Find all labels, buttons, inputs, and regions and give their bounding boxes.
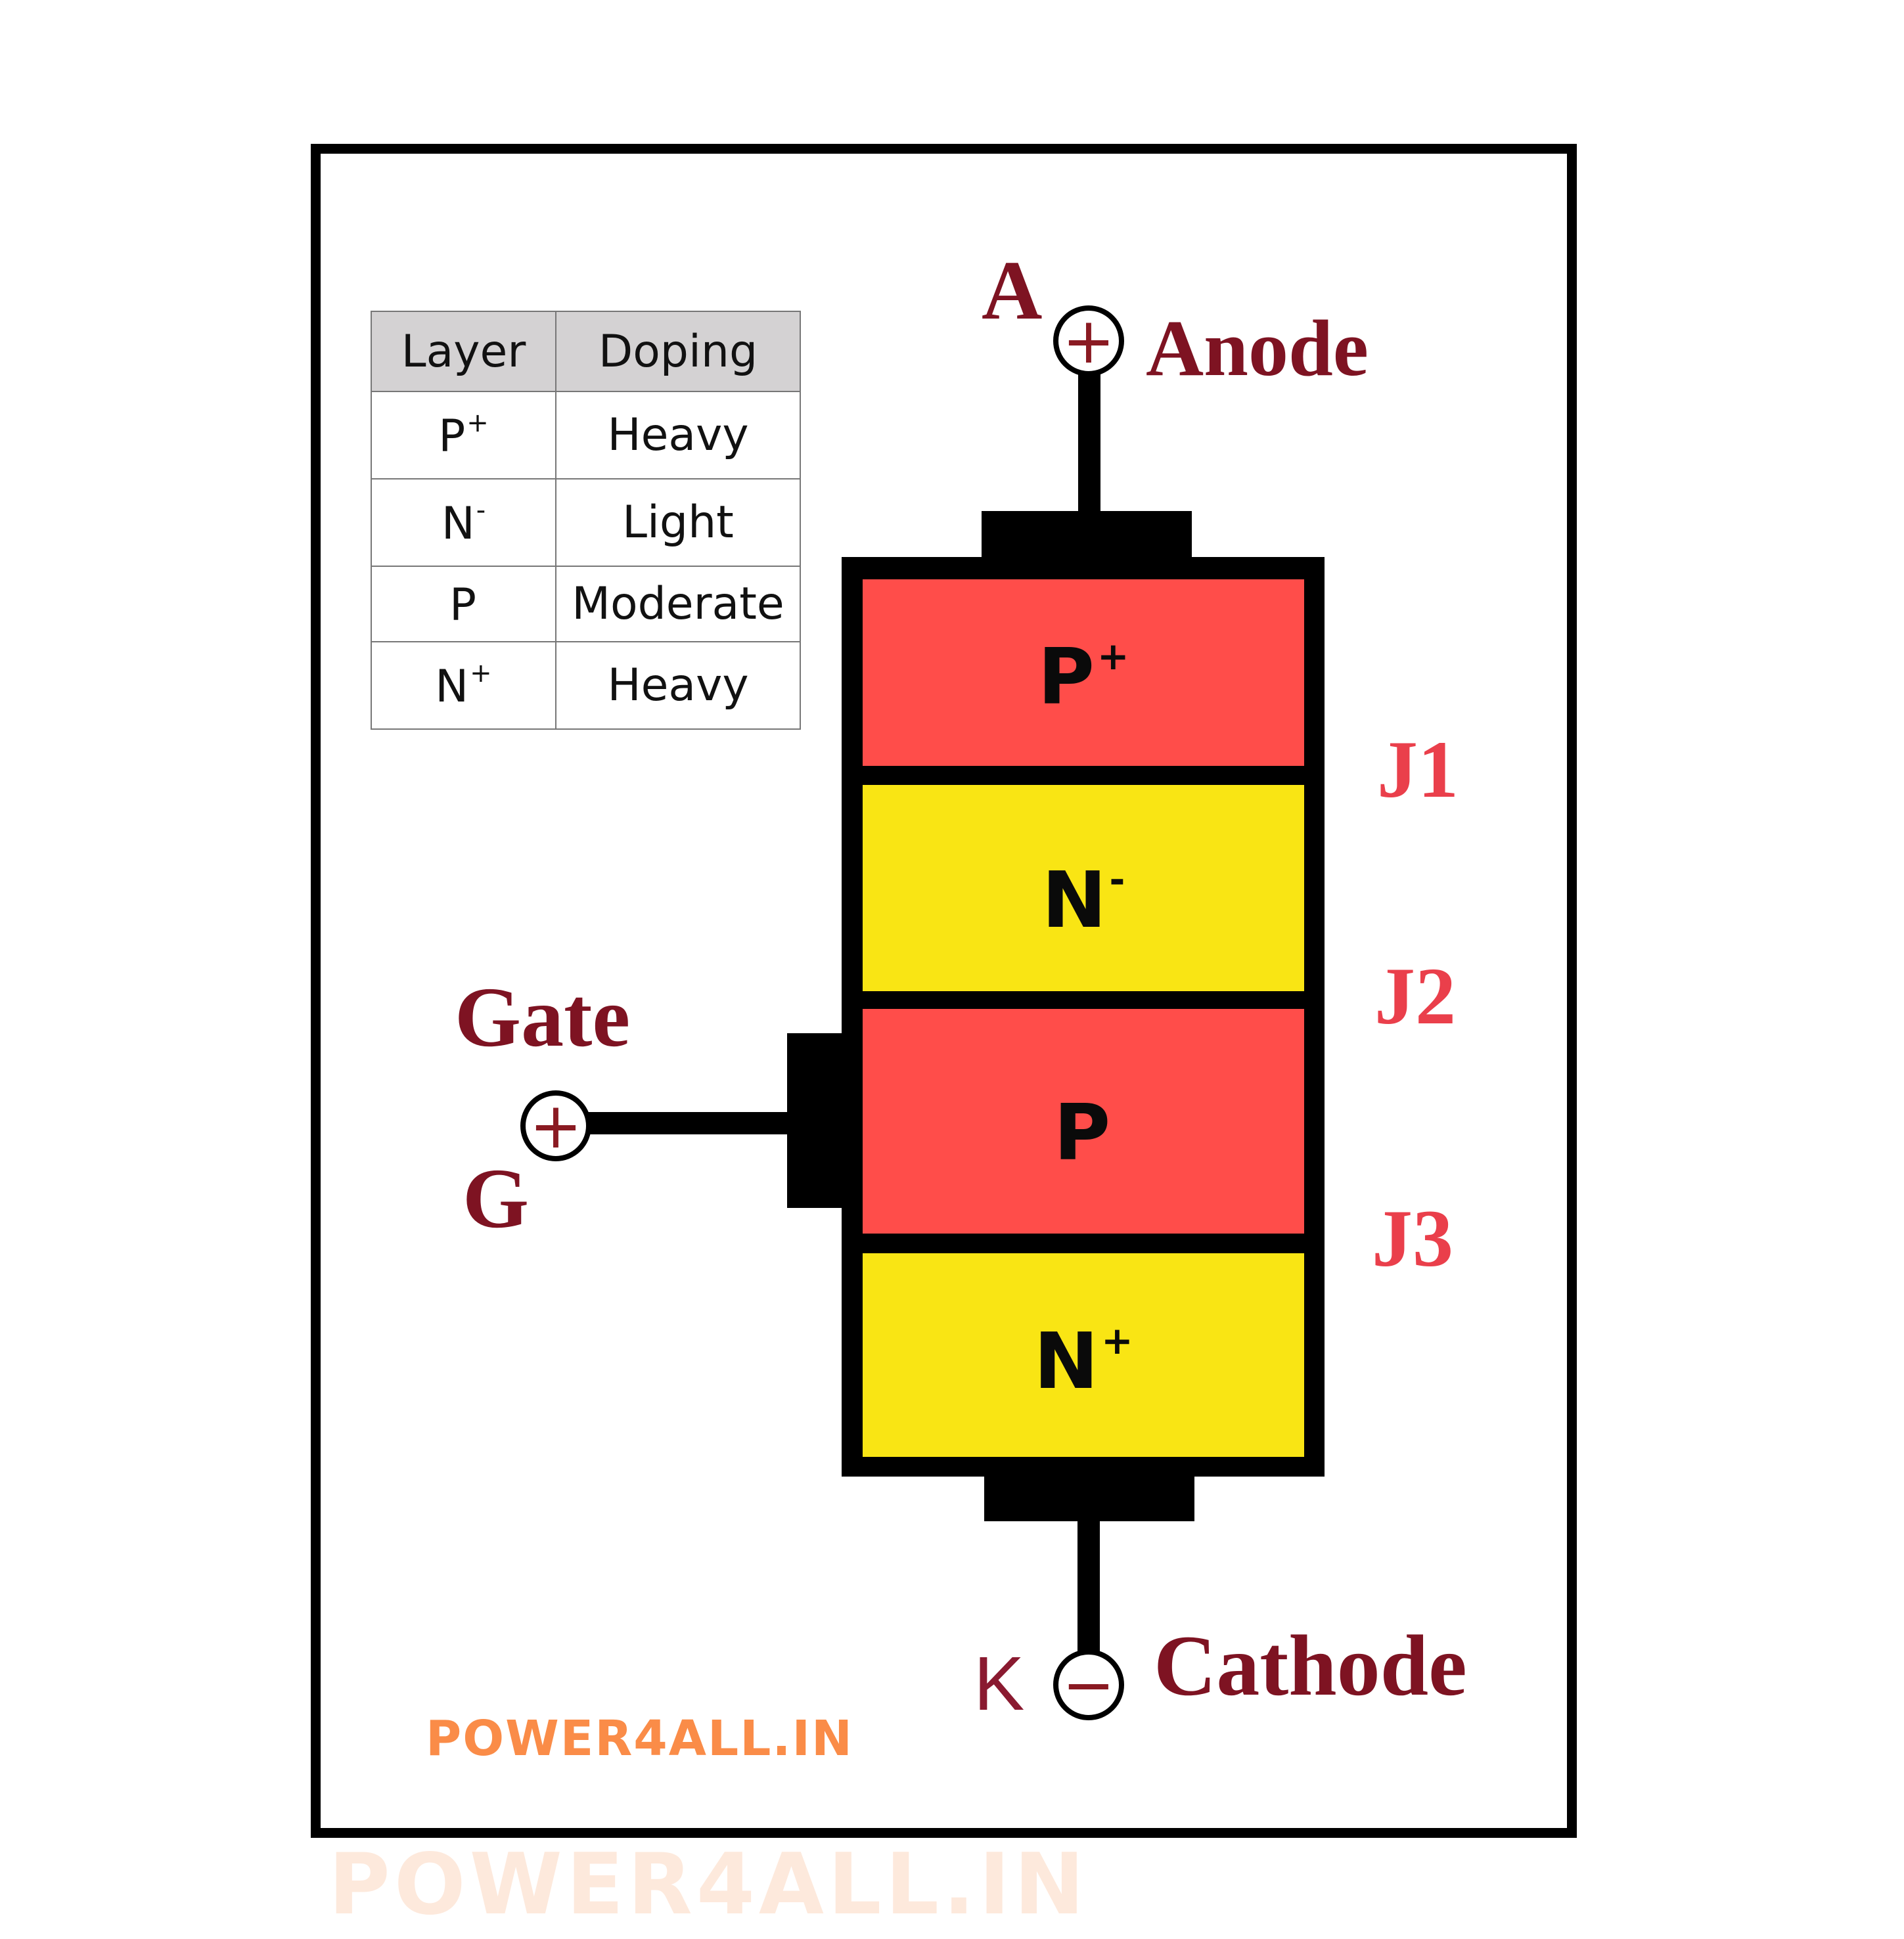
layer-sup: + [1097, 634, 1129, 679]
layer-sup: + [1101, 1318, 1133, 1363]
layer-name: N [441, 498, 475, 550]
gate-symbol-label: G [463, 1151, 530, 1246]
layer-sup: - [1109, 857, 1125, 902]
gate-contact [787, 1033, 846, 1208]
cathode-lead-wire [1077, 1511, 1100, 1655]
layer-name: N [1033, 1316, 1099, 1406]
layer-p-plus: P+ [863, 579, 1304, 766]
plus-icon: + [1062, 304, 1116, 378]
layer-label: P+ [863, 637, 1304, 715]
cathode-label: Cathode [1154, 1617, 1467, 1714]
table-cell-doping: Heavy [555, 641, 801, 730]
table-cell-doping: Moderate [555, 566, 801, 642]
table-row: P+ Heavy [371, 391, 801, 479]
anode-symbol-label: A [982, 244, 1043, 337]
table-row: N+ Heavy [371, 641, 801, 730]
layer-name: N [1041, 855, 1107, 945]
table-row: N- Light [371, 478, 801, 567]
table-cell-layer: N+ [371, 641, 556, 730]
gate-label: Gate [455, 970, 631, 1065]
layer-name: P [1053, 1087, 1111, 1178]
plus-icon: + [529, 1089, 583, 1163]
anode-terminal[interactable]: + [1053, 305, 1124, 376]
layer-label: P [863, 1093, 1304, 1171]
table-row: P Moderate [371, 566, 801, 642]
layer-sup: + [466, 408, 489, 438]
table-cell-layer: P [371, 566, 556, 642]
table-cell-doping: Heavy [555, 391, 801, 479]
layer-label: N+ [863, 1322, 1304, 1400]
junction-label-j1: J1 [1377, 724, 1459, 814]
watermark-center: POWER4ALL.IN [329, 1836, 1089, 1934]
layer-name: P [1037, 631, 1095, 722]
layer-sup: - [476, 495, 486, 525]
layer-sup: + [470, 658, 492, 688]
table-header-doping: Doping [555, 311, 801, 392]
anode-label: Anode [1146, 304, 1369, 393]
minus-icon: − [1062, 1648, 1116, 1722]
layer-label: N- [863, 860, 1304, 939]
cathode-symbol-label: K [974, 1641, 1025, 1726]
watermark-footer: POWER4ALL.IN [426, 1710, 853, 1767]
layer-name: N [435, 661, 469, 713]
junction-label-j3: J3 [1372, 1193, 1453, 1283]
anode-lead-wire [1078, 368, 1100, 525]
cathode-terminal[interactable]: − [1053, 1649, 1124, 1720]
gate-lead-wire [578, 1112, 788, 1134]
table-cell-layer: P+ [371, 391, 556, 479]
layer-n-minus: N- [863, 785, 1304, 991]
layer-name: P [449, 579, 476, 631]
junction-label-j2: J2 [1374, 951, 1456, 1041]
layer-n-plus: N+ [863, 1253, 1304, 1457]
layer-p: P [863, 1009, 1304, 1234]
table-cell-doping: Light [555, 478, 801, 567]
doping-table: Layer Doping P+ Heavy N- Light P Moderat… [371, 311, 801, 730]
gate-terminal[interactable]: + [520, 1090, 591, 1161]
table-header-layer: Layer [371, 311, 556, 392]
layer-name: P [438, 411, 466, 462]
table-header-row: Layer Doping [371, 311, 801, 392]
table-cell-layer: N- [371, 478, 556, 567]
